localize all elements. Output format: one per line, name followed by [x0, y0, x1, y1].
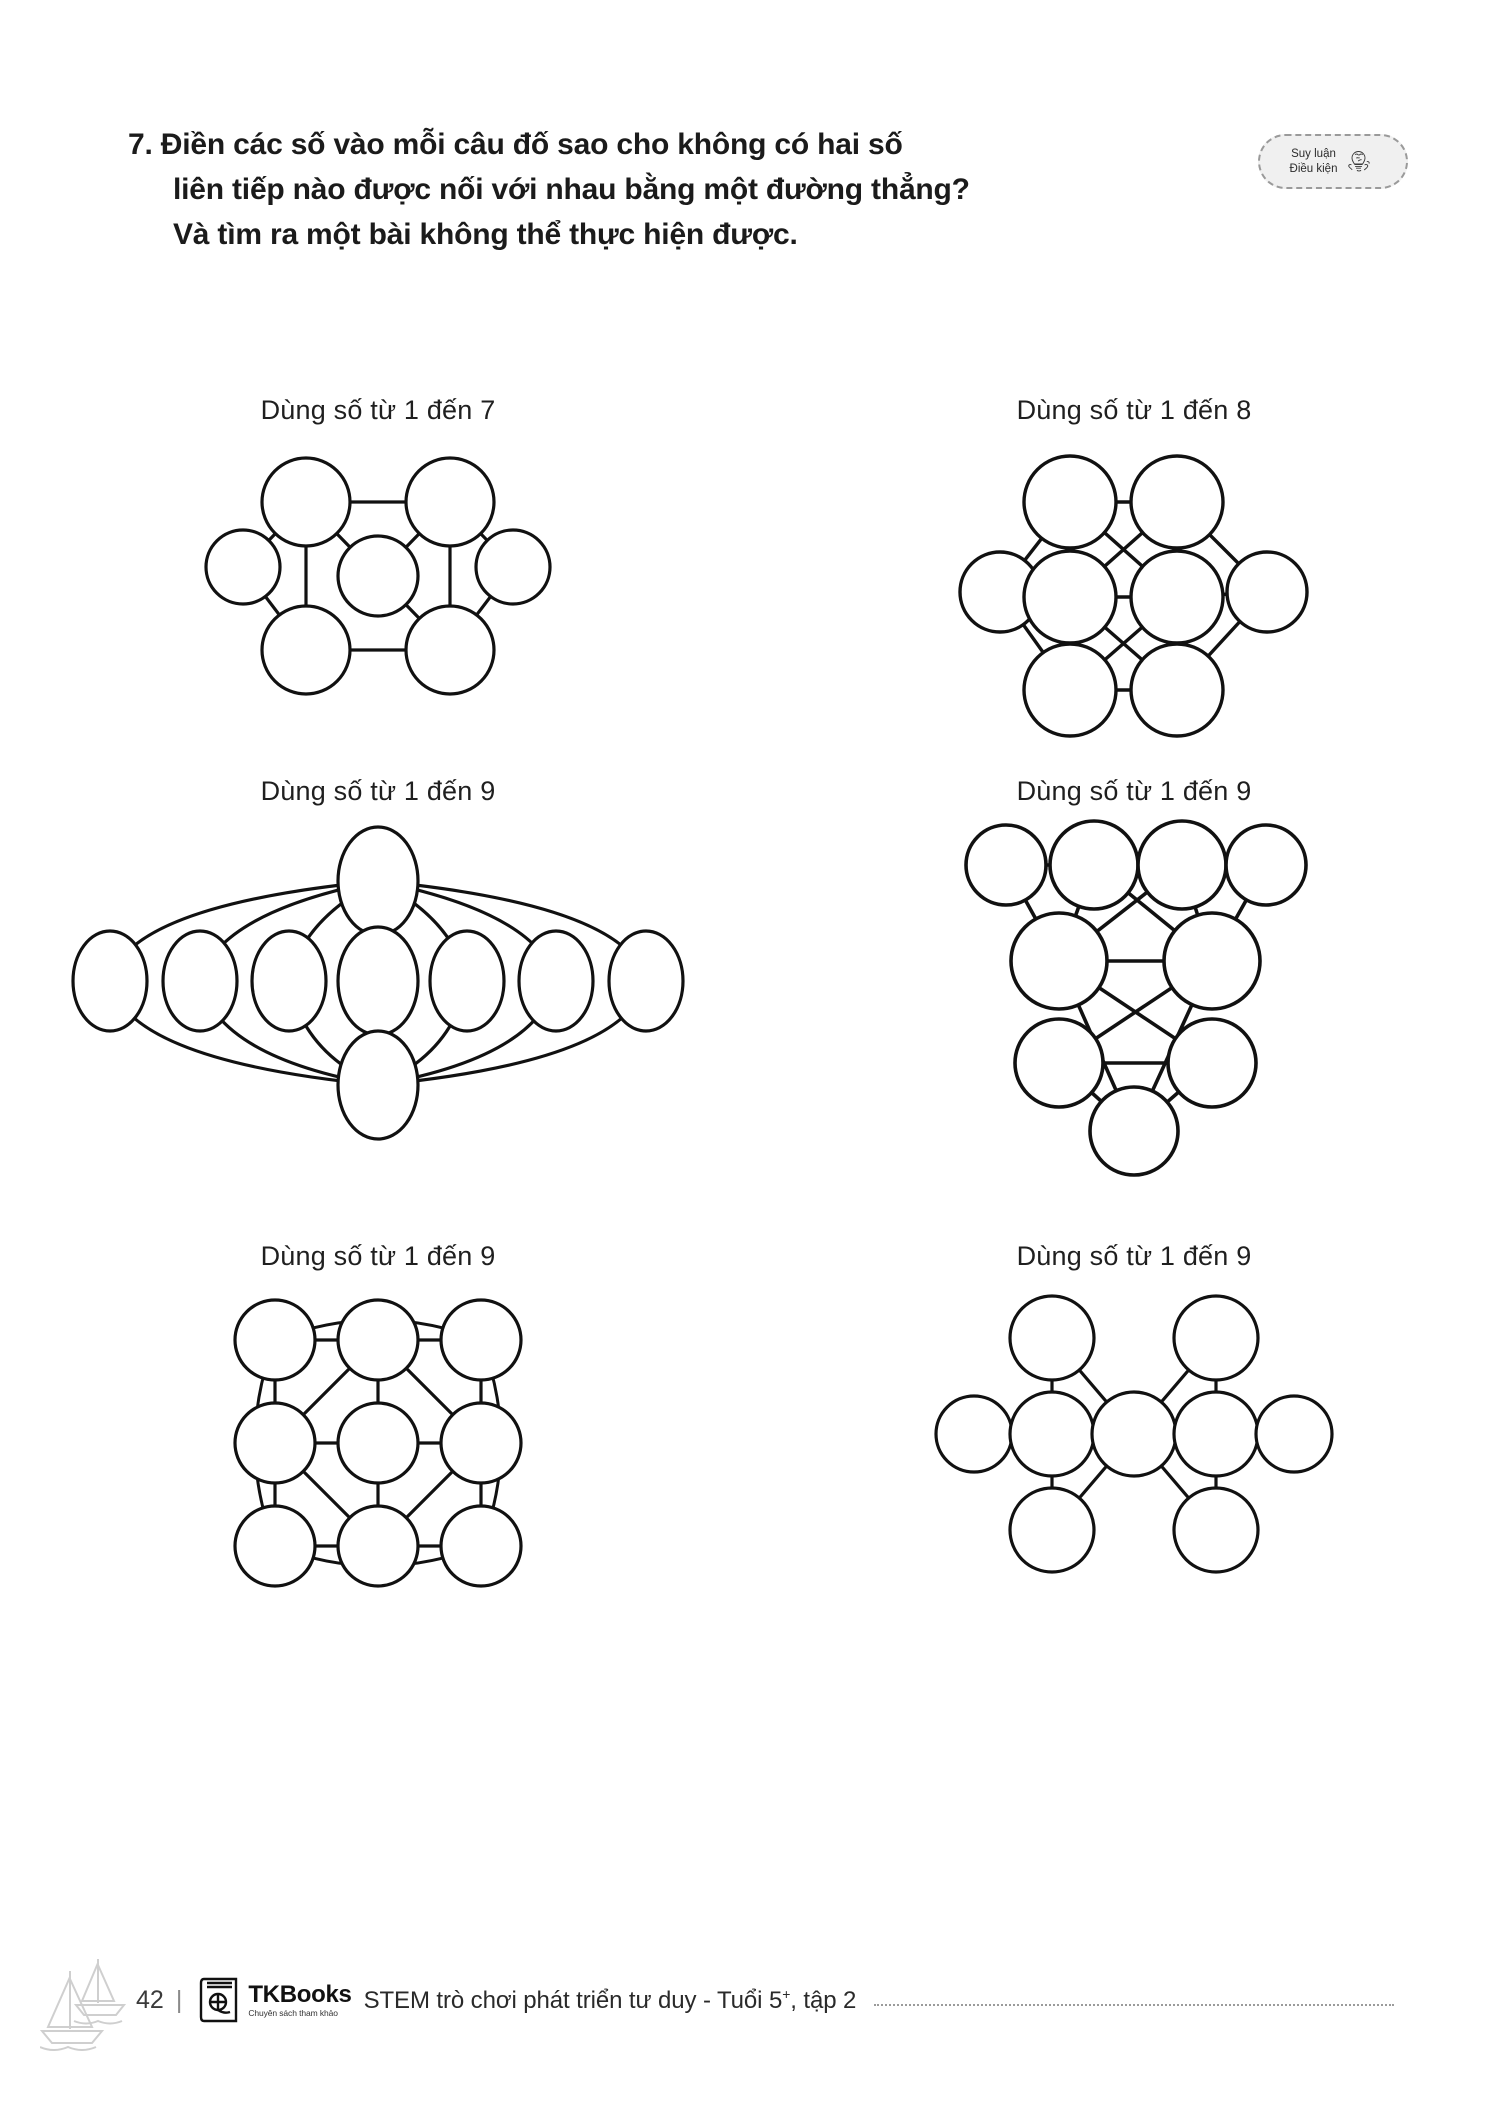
puzzle-4-label: Dùng số từ 1 đến 9 [1016, 776, 1252, 806]
puzzle-6-node[interactable] [1172, 1486, 1260, 1574]
puzzle-4-node[interactable] [1136, 819, 1228, 911]
puzzle-3: Dùng số từ 1 đến 9 [0, 776, 756, 1193]
puzzle-5-node[interactable] [439, 1401, 523, 1485]
book-title-main: STEM trò chơi phát triển tư duy - Tuổi 5 [363, 1986, 783, 2014]
puzzle-5-node[interactable] [233, 1401, 317, 1485]
puzzle-3-node[interactable] [250, 929, 328, 1033]
publisher-tagline: Chuyên sách tham khảo [248, 2007, 338, 2018]
brain-lightbulb-hand-icon [1348, 150, 1371, 171]
puzzle-2-node[interactable] [1022, 549, 1118, 645]
puzzle-4-node[interactable] [1013, 1017, 1105, 1109]
tkbooks-wordmark: TKBooks Chuyên sách tham khảo [248, 1980, 352, 2018]
puzzle-4-node[interactable] [1224, 823, 1308, 907]
puzzle-1: Dùng số từ 1 đến 7 [0, 395, 756, 762]
puzzle-5: Dùng số từ 1 đến 9 [0, 1241, 756, 1608]
puzzle-6-node[interactable] [1008, 1390, 1096, 1478]
puzzle-3-node[interactable] [161, 929, 239, 1033]
question-title-line-1: 7. Điền các số vào mỗi câu đố sao cho kh… [128, 122, 1228, 167]
skill-badge: Suy luận Điều kiện [1258, 134, 1408, 189]
page-footer: 42 | TKBooks Chuyên sách tham khảo STEM … [0, 1941, 1512, 2051]
book-title: STEM trò chơi phát triển tư duy - Tuổi 5… [364, 1986, 857, 2015]
puzzle-4-node[interactable] [964, 823, 1048, 907]
puzzle-row-2: Dùng số từ 1 đến 9 [0, 776, 1512, 1193]
puzzle-4-node[interactable] [1166, 1017, 1258, 1109]
puzzle-2-node[interactable] [1129, 642, 1225, 738]
puzzle-3-node[interactable] [428, 929, 506, 1033]
sailboat-decoration-icon [40, 1959, 127, 2051]
question-title-line-2: liên tiếp nào được nối với nhau bằng một… [173, 173, 970, 206]
puzzle-1-node[interactable] [404, 604, 496, 696]
question-title-text-1: Điền các số vào mỗi câu đố sao cho không… [160, 128, 903, 161]
puzzle-5-figure[interactable] [213, 1278, 543, 1608]
puzzle-1-node[interactable] [336, 534, 420, 618]
footer-divider: | [175, 1985, 183, 2014]
puzzle-6-node[interactable] [1172, 1390, 1260, 1478]
skill-badge-line-2: Điều kiện [1289, 162, 1338, 175]
puzzle-2-node[interactable] [1129, 549, 1225, 645]
puzzle-1-node[interactable] [204, 528, 282, 606]
puzzle-3-node[interactable] [336, 1029, 420, 1141]
puzzle-5-label: Dùng số từ 1 đến 9 [260, 1241, 496, 1271]
puzzle-4-node[interactable] [1162, 911, 1262, 1011]
question-header: 7. Điền các số vào mỗi câu đố sao cho kh… [128, 122, 1228, 257]
puzzle-3-node[interactable] [71, 929, 149, 1033]
puzzle-5-node[interactable] [233, 1504, 317, 1588]
question-number: 7. [128, 128, 153, 161]
puzzle-2-label: Dùng số từ 1 đến 8 [1016, 395, 1252, 425]
footer-dotted-line [874, 1994, 1395, 2006]
puzzle-5-node[interactable] [336, 1401, 420, 1485]
puzzle-2: Dùng số từ 1 đến 8 [756, 395, 1512, 762]
publisher-name: TKBooks [248, 1980, 352, 2008]
puzzle-4-node[interactable] [1048, 819, 1140, 911]
puzzle-5-node[interactable] [336, 1504, 420, 1588]
question-title: 7. Điền các số vào mỗi câu đố sao cho kh… [128, 122, 1228, 257]
puzzle-1-label: Dùng số từ 1 đến 7 [260, 395, 496, 425]
puzzle-2-figure[interactable] [954, 432, 1314, 762]
puzzle-6-node[interactable] [1090, 1390, 1178, 1478]
puzzle-6-node[interactable] [934, 1394, 1014, 1474]
skill-badge-label: Suy luận Điều kiện [1290, 147, 1338, 177]
puzzle-5-node[interactable] [233, 1298, 317, 1382]
puzzle-3-node[interactable] [336, 825, 420, 937]
puzzle-1-node[interactable] [260, 456, 352, 548]
puzzle-1-node[interactable] [404, 456, 496, 548]
puzzle-6-figure[interactable] [934, 1278, 1334, 1578]
puzzle-6-label: Dùng số từ 1 đến 9 [1016, 1241, 1252, 1271]
puzzle-4: Dùng số từ 1 đến 9 [756, 776, 1512, 1193]
puzzle-2-node[interactable] [1129, 454, 1225, 550]
puzzle-5-node[interactable] [336, 1298, 420, 1382]
puzzle-3-figure[interactable] [68, 813, 688, 1143]
puzzle-1-node[interactable] [260, 604, 352, 696]
puzzle-grid: Dùng số từ 1 đến 7 [0, 395, 1512, 1608]
puzzle-row-3: Dùng số từ 1 đến 9 [0, 1241, 1512, 1608]
page-number: 42 [136, 1985, 164, 2014]
puzzle-5-node[interactable] [439, 1504, 523, 1588]
puzzle-4-node[interactable] [1088, 1085, 1180, 1177]
puzzle-2-node[interactable] [1022, 642, 1118, 738]
book-title-superscript: + [782, 1985, 791, 2002]
puzzle-4-node[interactable] [1009, 911, 1109, 1011]
question-title-line-3: Và tìm ra một bài không thể thực hiện đư… [173, 218, 798, 251]
puzzle-3-node[interactable] [517, 929, 595, 1033]
puzzle-4-figure[interactable] [954, 813, 1314, 1193]
footer-content: 42 | TKBooks Chuyên sách tham khảo STEM … [136, 1975, 1395, 2025]
puzzle-3-node[interactable] [336, 925, 420, 1037]
skill-badge-line-1: Suy luận [1291, 147, 1336, 160]
puzzle-1-figure[interactable] [198, 432, 558, 722]
puzzle-6-node[interactable] [1172, 1294, 1260, 1382]
puzzle-1-node[interactable] [474, 528, 552, 606]
puzzle-2-node[interactable] [1022, 454, 1118, 550]
puzzle-3-node[interactable] [607, 929, 685, 1033]
book-title-tail: , tập 2 [790, 1986, 857, 2014]
puzzle-6-node[interactable] [1008, 1486, 1096, 1574]
puzzle-row-1: Dùng số từ 1 đến 7 [0, 395, 1512, 762]
puzzle-6-node[interactable] [1008, 1294, 1096, 1382]
puzzle-6-node[interactable] [1254, 1394, 1334, 1474]
tkbooks-book-icon [200, 1977, 238, 2023]
puzzle-6: Dùng số từ 1 đến 9 [756, 1241, 1512, 1608]
puzzle-5-node[interactable] [439, 1298, 523, 1382]
puzzle-2-node[interactable] [1225, 550, 1309, 634]
puzzle-3-label: Dùng số từ 1 đến 9 [260, 776, 496, 806]
